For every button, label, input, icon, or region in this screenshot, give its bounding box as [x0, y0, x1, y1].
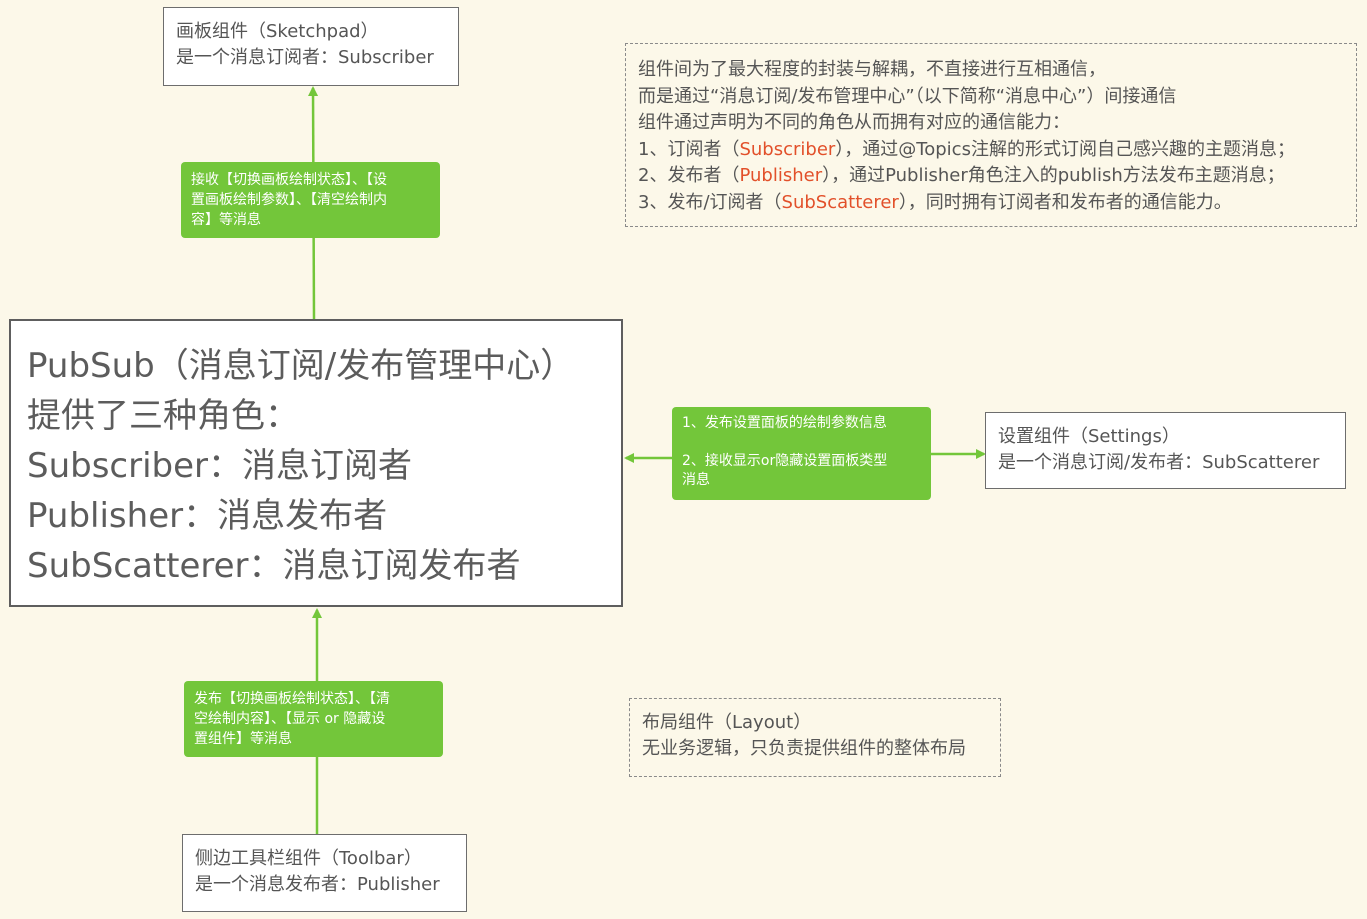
settings-box: 设置组件（Settings） 是一个消息订阅/发布者：SubScatterer: [985, 412, 1346, 489]
tag-line: 2、接收显示or隐藏设置面板类型: [682, 453, 888, 469]
sketchpad-role: 是一个消息订阅者：Subscriber: [176, 47, 434, 68]
role-suffix: ），通过@Topics注解的形式订阅自己感兴趣的主题消息；: [835, 138, 1295, 160]
pubsub-role-subscatterer: SubScatterer：消息订阅发布者: [27, 546, 521, 586]
info-line-1: 组件间为了最大程度的封装与解耦，不直接进行互相通信，: [638, 59, 1106, 80]
tag-line: 置画板绘制参数】、【清空绘制内: [191, 192, 387, 208]
tag-line: 消息: [682, 472, 710, 488]
pubsub-roles-heading: 提供了三种角色：: [27, 396, 299, 436]
role-suffix: ），同时拥有订阅者和发布者的通信能力。: [898, 191, 1232, 213]
toolbar-box: 侧边工具栏组件（Toolbar） 是一个消息发布者：Publisher: [182, 834, 467, 912]
tag-line: 置组件】等消息: [194, 731, 292, 747]
settings-title: 设置组件（Settings）: [998, 426, 1180, 447]
pubsub-title: PubSub（消息订阅/发布管理中心）: [27, 346, 575, 386]
role-name-subscatterer: SubScatterer: [781, 191, 899, 213]
info-role-subscatterer: 3、发布/订阅者（SubScatterer），同时拥有订阅者和发布者的通信能力。: [638, 190, 1344, 217]
tag-line: 空绘制内容】、【显示 or 隐藏设: [194, 711, 386, 727]
sketchpad-messages-tag: 接收【切换画板绘制状态】、【设 置画板绘制参数】、【清空绘制内 容】等消息: [181, 162, 440, 238]
sketchpad-box: 画板组件（Sketchpad） 是一个消息订阅者：Subscriber: [163, 7, 459, 86]
sketchpad-title: 画板组件（Sketchpad）: [176, 21, 379, 42]
role-prefix: 3、发布/订阅者（: [638, 191, 782, 213]
info-box: 组件间为了最大程度的封装与解耦，不直接进行互相通信， 而是通过“消息订阅/发布管…: [625, 43, 1357, 227]
role-name-subscriber: Subscriber: [739, 138, 836, 160]
layout-box: 布局组件（Layout） 无业务逻辑，只负责提供组件的整体布局: [629, 698, 1001, 777]
settings-role: 是一个消息订阅/发布者：SubScatterer: [998, 452, 1320, 473]
layout-description: 无业务逻辑，只负责提供组件的整体布局: [642, 738, 966, 759]
pubsub-center-box: PubSub（消息订阅/发布管理中心） 提供了三种角色： Subscriber：…: [9, 319, 623, 607]
tag-line: 接收【切换画板绘制状态】、【设: [191, 172, 387, 188]
pubsub-role-subscriber: Subscriber：消息订阅者: [27, 446, 413, 486]
role-prefix: 2、发布者（: [638, 165, 740, 186]
info-line-3: 组件通过声明为不同的角色从而拥有对应的通信能力：: [638, 112, 1070, 133]
toolbar-messages-tag: 发布【切换画板绘制状态】、【清 空绘制内容】、【显示 or 隐藏设 置组件】等消…: [184, 681, 443, 757]
info-role-subscriber: 1、订阅者（Subscriber），通过@Topics注解的形式订阅自己感兴趣的…: [638, 137, 1344, 164]
tag-line: 1、发布设置面板的绘制参数信息: [682, 415, 887, 431]
toolbar-title: 侧边工具栏组件（Toolbar）: [195, 848, 422, 869]
role-suffix: ），通过Publisher角色注入的publish方法发布主题消息；: [822, 165, 1285, 186]
tag-line: 发布【切换画板绘制状态】、【清: [194, 691, 390, 707]
role-name-publisher: Publisher: [739, 165, 823, 186]
toolbar-role: 是一个消息发布者：Publisher: [195, 874, 440, 895]
pubsub-role-publisher: Publisher：消息发布者: [27, 496, 388, 536]
settings-messages-tag: 1、发布设置面板的绘制参数信息 2、接收显示or隐藏设置面板类型 消息: [672, 407, 931, 500]
role-prefix: 1、订阅者（: [638, 138, 740, 160]
tag-spacer: [682, 433, 921, 452]
info-role-publisher: 2、发布者（Publisher），通过Publisher角色注入的publish…: [638, 163, 1344, 190]
info-line-2: 而是通过“消息订阅/发布管理中心”（以下简称“消息中心”）间接通信: [638, 85, 1177, 107]
tag-line: 容】等消息: [191, 212, 261, 228]
layout-title: 布局组件（Layout）: [642, 712, 812, 733]
